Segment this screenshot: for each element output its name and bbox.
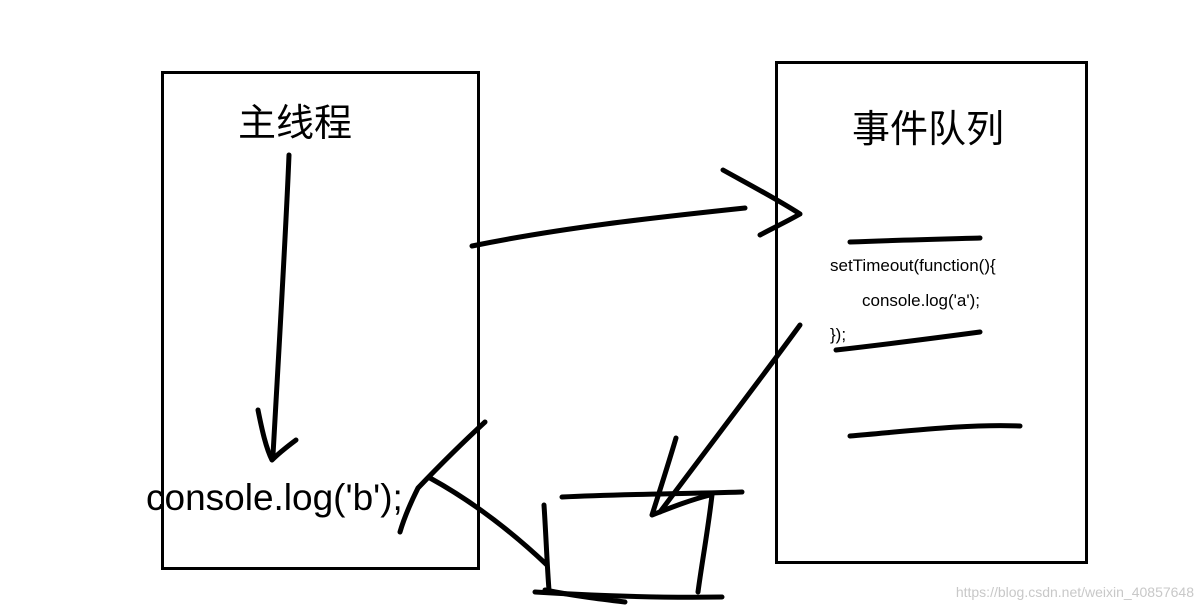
event-queue-title: 事件队列 (852, 107, 1005, 151)
main-thread-box (161, 71, 480, 570)
small-box-right (695, 492, 715, 595)
main-thread-code: console.log('b'); (146, 477, 403, 518)
from-queue-arrow (657, 322, 803, 515)
small-box-tail (542, 587, 628, 605)
event-queue-box (775, 61, 1088, 564)
queue-code-line: setTimeout(function(){ (830, 256, 996, 275)
to-main-arrow (427, 475, 550, 568)
queue-slot-line (847, 423, 1023, 439)
watermark-text: https://blog.csdn.net/weixin_40857648 (955, 584, 1194, 600)
main-thread-flow-arrow (270, 152, 292, 458)
queue-slot-line (847, 235, 983, 245)
from-queue-arrowhead (649, 435, 713, 518)
queue-code-line: }); (830, 325, 847, 344)
queue-code-line: console.log('a'); (862, 291, 980, 310)
main-thread-arrowhead (255, 407, 299, 463)
main-thread-title: 主线程 (238, 101, 353, 145)
small-box-top (559, 489, 745, 500)
to-queue-arrowhead (720, 167, 803, 238)
to-queue-arrow (469, 205, 748, 249)
to-main-arrowhead (397, 419, 488, 535)
queue-slot-line (833, 329, 983, 353)
small-box-left (541, 502, 552, 593)
